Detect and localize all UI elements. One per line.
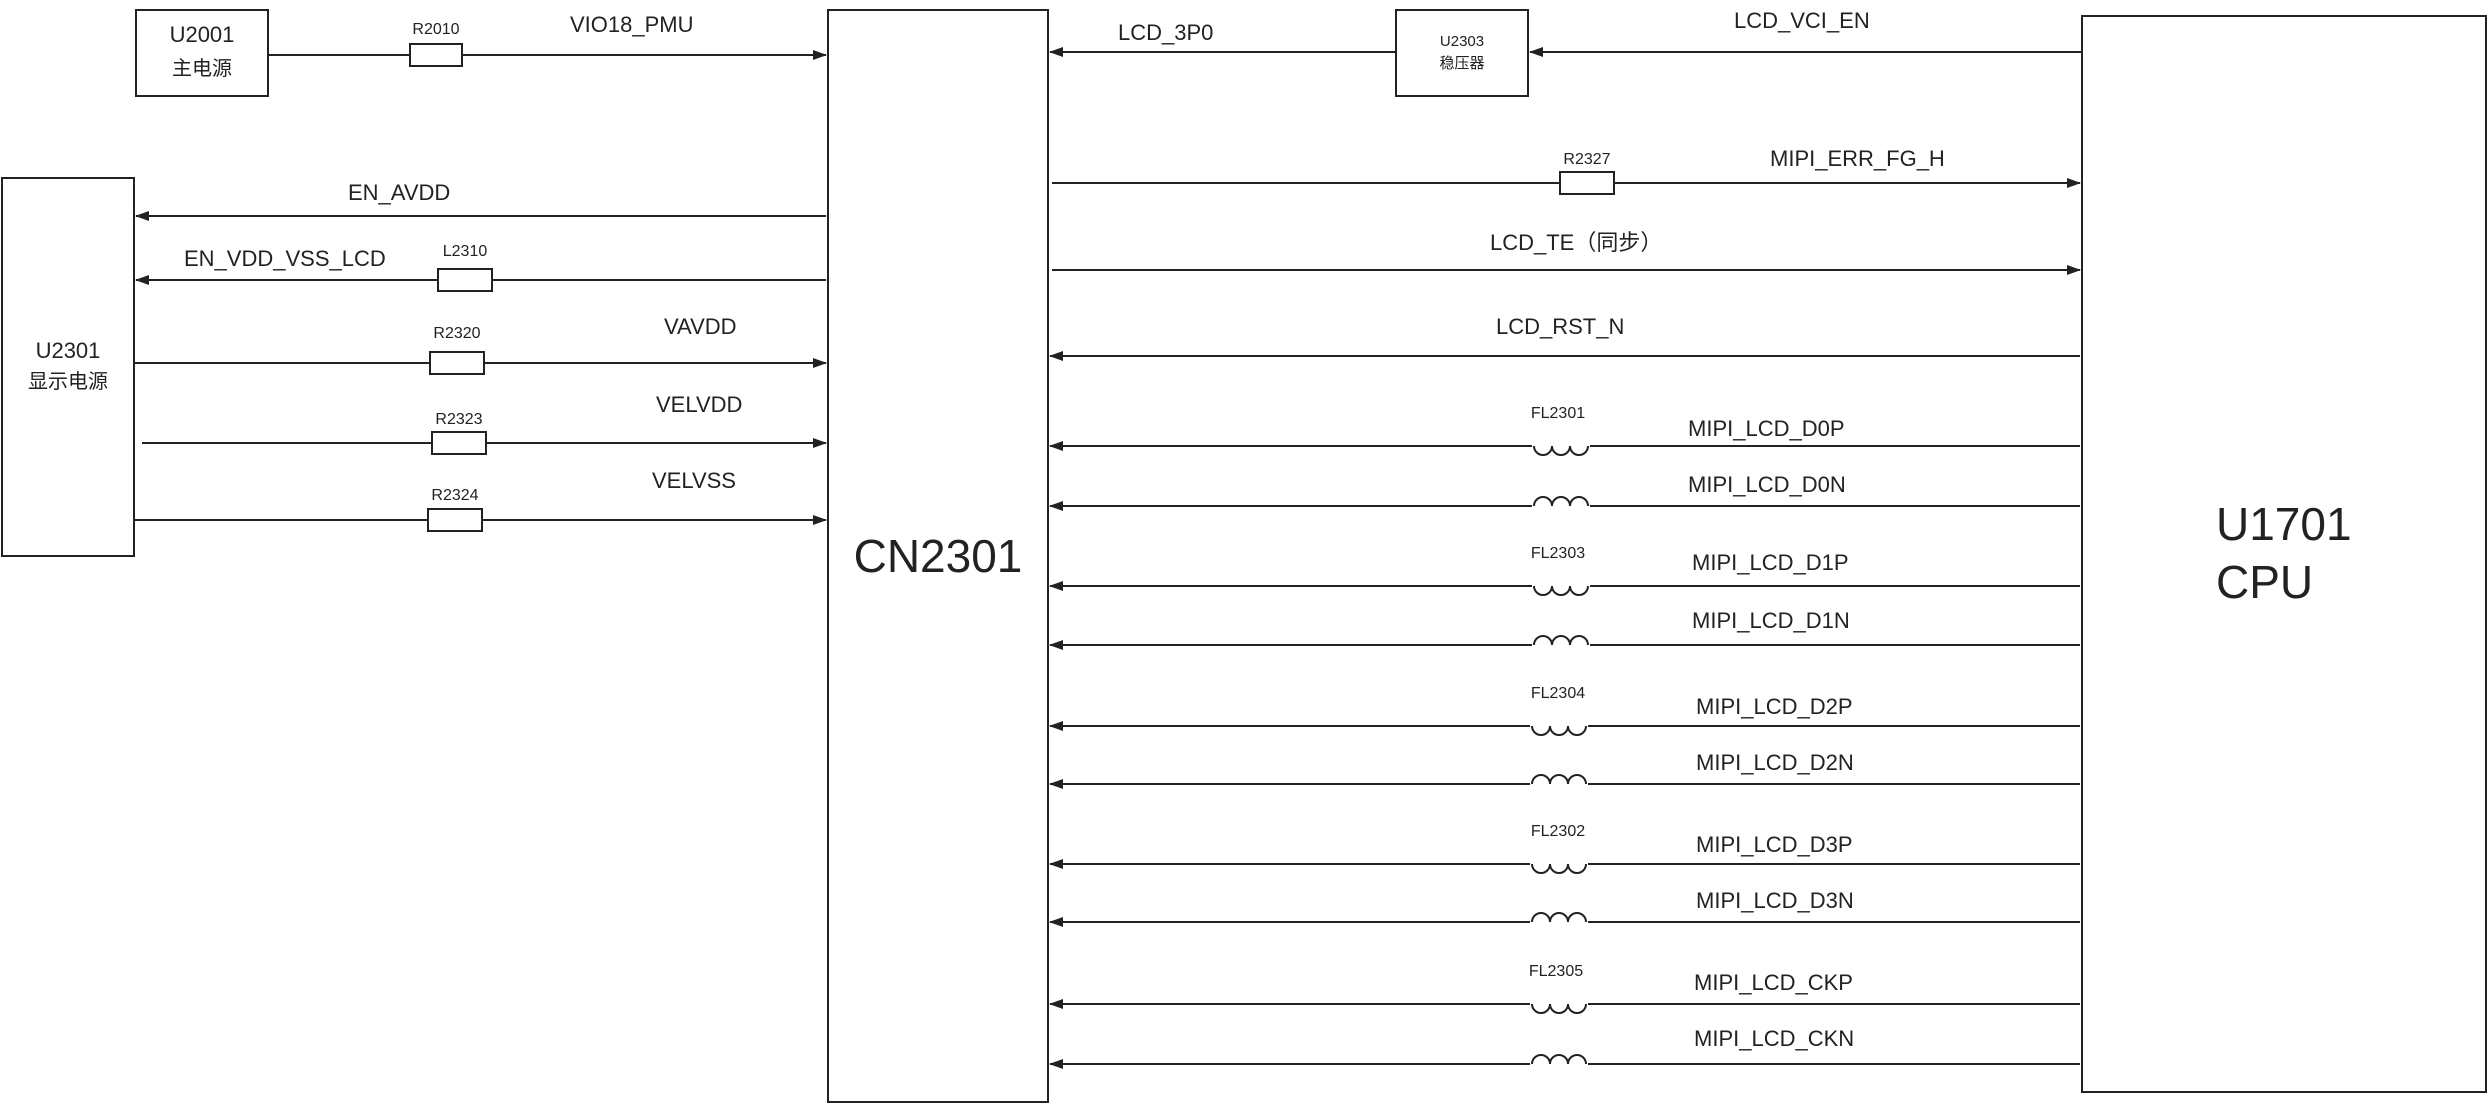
label-mipi-lcd-d0n: MIPI_LCD_D0N — [1688, 472, 1846, 497]
wire-mipi-lcd-d2p: FL2304 MIPI_LCD_D2P — [1049, 685, 2080, 736]
wire-lcd-te: LCD_TE（同步） — [1052, 230, 2081, 275]
wire-mipi-lcd-ckn: MIPI_LCD_CKN — [1049, 1026, 2080, 1069]
label-lcd-rst-n: LCD_RST_N — [1496, 314, 1624, 339]
label-mipi-lcd-d1p: MIPI_LCD_D1P — [1692, 550, 1849, 575]
block-u2001-id: U2001 — [170, 22, 235, 47]
wire-vavdd: R2320 VAVDD — [134, 314, 827, 375]
label-velvss: VELVSS — [652, 468, 736, 493]
wire-lcd-vci-en: LCD_VCI_EN — [1529, 8, 2082, 57]
block-u1701-name: CPU — [2216, 556, 2313, 608]
label-vio18-pmu: VIO18_PMU — [570, 12, 694, 37]
wire-mipi-lcd-d0p: FL2301 MIPI_LCD_D0P — [1049, 405, 2080, 456]
resistor-r2010 — [409, 43, 463, 67]
wire-mipi-lcd-d3n: MIPI_LCD_D3N — [1049, 888, 2080, 927]
label-r2323: R2323 — [435, 411, 482, 428]
label-mipi-lcd-d1n: MIPI_LCD_D1N — [1692, 608, 1850, 633]
label-mipi-err-fg-h: MIPI_ERR_FG_H — [1770, 146, 1945, 171]
label-en-avdd: EN_AVDD — [348, 180, 450, 205]
block-u2001-name: 主电源 — [172, 56, 232, 80]
resistor-r2320 — [429, 351, 485, 375]
label-r2320: R2320 — [433, 325, 480, 342]
block-u2303-name: 稳压器 — [1439, 54, 1484, 72]
label-mipi-lcd-ckn: MIPI_LCD_CKN — [1694, 1026, 1854, 1051]
label-lcd-3p0: LCD_3P0 — [1118, 20, 1213, 45]
label-mipi-lcd-d3p: MIPI_LCD_D3P — [1696, 832, 1853, 857]
resistor-r2324 — [427, 508, 483, 532]
block-u2301-name: 显示电源 — [28, 369, 108, 393]
block-cn2301-id: CN2301 — [854, 530, 1023, 582]
label-lcd-vci-en: LCD_VCI_EN — [1734, 8, 1870, 33]
wire-lcd-rst-n: LCD_RST_N — [1049, 314, 2080, 361]
label-fl2305: FL2305 — [1529, 963, 1583, 980]
wire-velvdd: R2323 VELVDD — [142, 392, 827, 455]
wire-mipi-lcd-d2n: MIPI_LCD_D2N — [1049, 750, 2080, 789]
wire-mipi-lcd-d1n: MIPI_LCD_D1N — [1049, 608, 2080, 650]
wire-lcd-3p0: LCD_3P0 — [1049, 20, 1396, 57]
label-mipi-lcd-d2p: MIPI_LCD_D2P — [1696, 694, 1853, 719]
wire-mipi-lcd-d1p: FL2303 MIPI_LCD_D1P — [1049, 545, 2080, 596]
label-mipi-lcd-d0p: MIPI_LCD_D0P — [1688, 416, 1845, 441]
label-fl2303: FL2303 — [1531, 545, 1585, 562]
resistor-r2327 — [1559, 171, 1615, 195]
label-fl2302: FL2302 — [1531, 823, 1585, 840]
wire-en-avdd: EN_AVDD — [135, 180, 826, 221]
wire-mipi-err-fg-h: R2327 MIPI_ERR_FG_H — [1052, 146, 2081, 195]
label-l2310: L2310 — [443, 243, 488, 260]
wire-velvss: R2324 VELVSS — [134, 468, 827, 532]
block-u1701-id: U1701 — [2216, 498, 2352, 550]
resistor-r2323 — [431, 431, 487, 455]
block-u2301: U2301 显示电源 — [1, 177, 135, 557]
label-r2324: R2324 — [431, 487, 478, 504]
wire-en-vdd-vss-lcd: L2310 EN_VDD_VSS_LCD — [135, 243, 826, 292]
block-u2303: U2303 稳压器 — [1395, 9, 1529, 97]
label-mipi-lcd-d2n: MIPI_LCD_D2N — [1696, 750, 1854, 775]
label-mipi-lcd-d3n: MIPI_LCD_D3N — [1696, 888, 1854, 913]
block-u1701: U1701 CPU — [2081, 15, 2487, 1093]
label-mipi-lcd-ckp: MIPI_LCD_CKP — [1694, 970, 1853, 995]
inductor-l2310 — [437, 268, 493, 292]
wire-mipi-lcd-ckp: FL2305 MIPI_LCD_CKP — [1049, 963, 2080, 1014]
wire-mipi-lcd-d0n: MIPI_LCD_D0N — [1049, 472, 2080, 511]
label-r2010: R2010 — [412, 21, 459, 38]
wire-vio18-pmu: R2010 VIO18_PMU — [268, 12, 827, 67]
wire-mipi-lcd-d3p: FL2302 MIPI_LCD_D3P — [1049, 823, 2080, 874]
label-fl2304: FL2304 — [1531, 685, 1585, 702]
block-u2001: U2001 主电源 — [135, 9, 269, 97]
label-en-vdd-vss-lcd: EN_VDD_VSS_LCD — [184, 246, 386, 271]
label-velvdd: VELVDD — [656, 392, 742, 417]
label-r2327: R2327 — [1563, 151, 1610, 168]
label-lcd-te: LCD_TE（同步） — [1490, 230, 1662, 255]
label-vavdd: VAVDD — [664, 314, 737, 339]
block-u2303-id: U2303 — [1440, 33, 1484, 50]
label-fl2301: FL2301 — [1531, 405, 1585, 422]
block-u2301-id: U2301 — [36, 338, 101, 363]
block-cn2301: CN2301 — [827, 9, 1049, 1103]
